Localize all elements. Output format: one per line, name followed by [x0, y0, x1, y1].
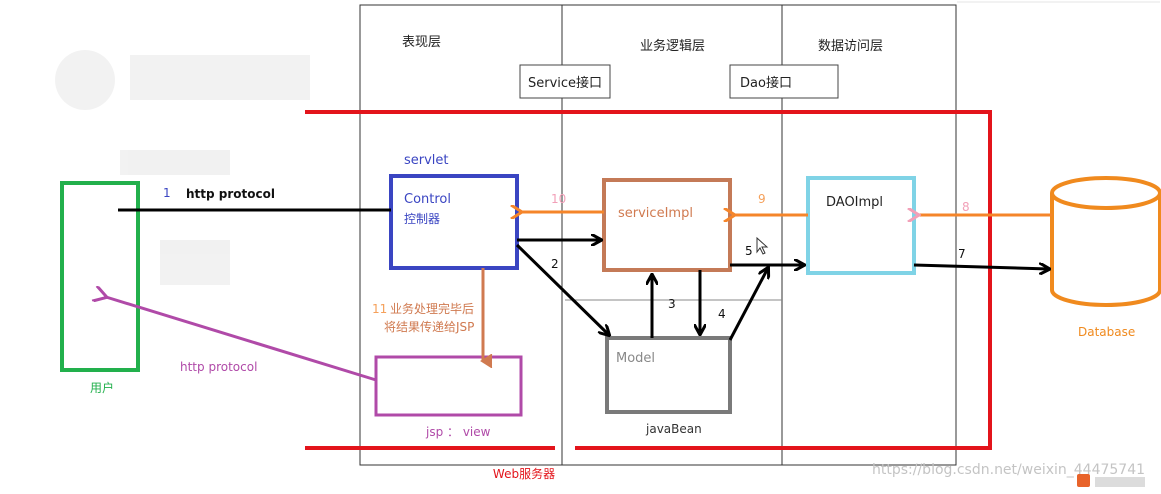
background-residue [55, 50, 310, 285]
model-label: Model [616, 351, 655, 366]
dao-interface-label: Dao接口 [740, 75, 792, 91]
web-server-frame [305, 110, 992, 450]
database-cylinder [1050, 176, 1161, 307]
step-1-number: 1 [163, 186, 171, 200]
servlet-label: servlet [404, 153, 449, 168]
arrow-7-dao-to-database [913, 265, 1049, 269]
step-11-text-line1: 业务处理完毕后 [390, 301, 474, 316]
mouse-cursor-icon [756, 236, 769, 255]
arrow-response-jsp-to-user [106, 297, 377, 382]
control-subtitle: 控制器 [404, 212, 440, 226]
dao-impl-box [806, 176, 916, 275]
layer-label-business-logic: 业务逻辑层 [640, 38, 705, 54]
service-impl-label: serviceImpl [618, 206, 693, 221]
service-impl-box [602, 178, 732, 272]
layer-label-presentation: 表现层 [402, 35, 441, 50]
step-9-number: 9 [758, 192, 766, 206]
javabean-label: javaBean [645, 422, 702, 436]
database-label: Database [1078, 325, 1135, 339]
step-10-number: 10 [551, 192, 566, 206]
step-5-number: 5 [745, 244, 753, 258]
arrow-4-model-up [728, 268, 768, 341]
watermark-text: https://blog.csdn.net/weixin_44475741 [872, 462, 1145, 478]
control-box [389, 174, 519, 270]
dao-impl-label: DAOImpl [826, 195, 883, 210]
jsp-view-label: jsp ： view [425, 425, 491, 439]
request-protocol-label: http protocol [186, 187, 275, 201]
user-label: 用户 [90, 380, 114, 395]
layer-label-data-access: 数据访问层 [818, 39, 883, 54]
service-interface-box [519, 64, 611, 99]
step-2-number: 2 [551, 257, 559, 271]
model-box [605, 336, 732, 414]
step-7-number: 7 [958, 247, 966, 261]
step-8-number: 8 [962, 200, 970, 214]
step-4-number: 4 [718, 307, 726, 321]
corner-logo-icon [1077, 474, 1145, 487]
control-title: Control [404, 192, 451, 207]
step-11-text-line2: 将结果传递给JSP [384, 319, 474, 334]
web-server-label: Web服务器 [493, 466, 555, 481]
step-11-number: 11 [372, 302, 387, 316]
user-box [60, 181, 140, 372]
dao-interface-box [729, 64, 839, 99]
service-interface-label: Service接口 [528, 75, 602, 91]
response-protocol-label: http protocol [180, 360, 257, 374]
step-3-number: 3 [668, 297, 676, 311]
layers-frame [359, 4, 957, 466]
arrow-2-control-to-model [515, 243, 609, 335]
jsp-view-box [374, 355, 523, 417]
